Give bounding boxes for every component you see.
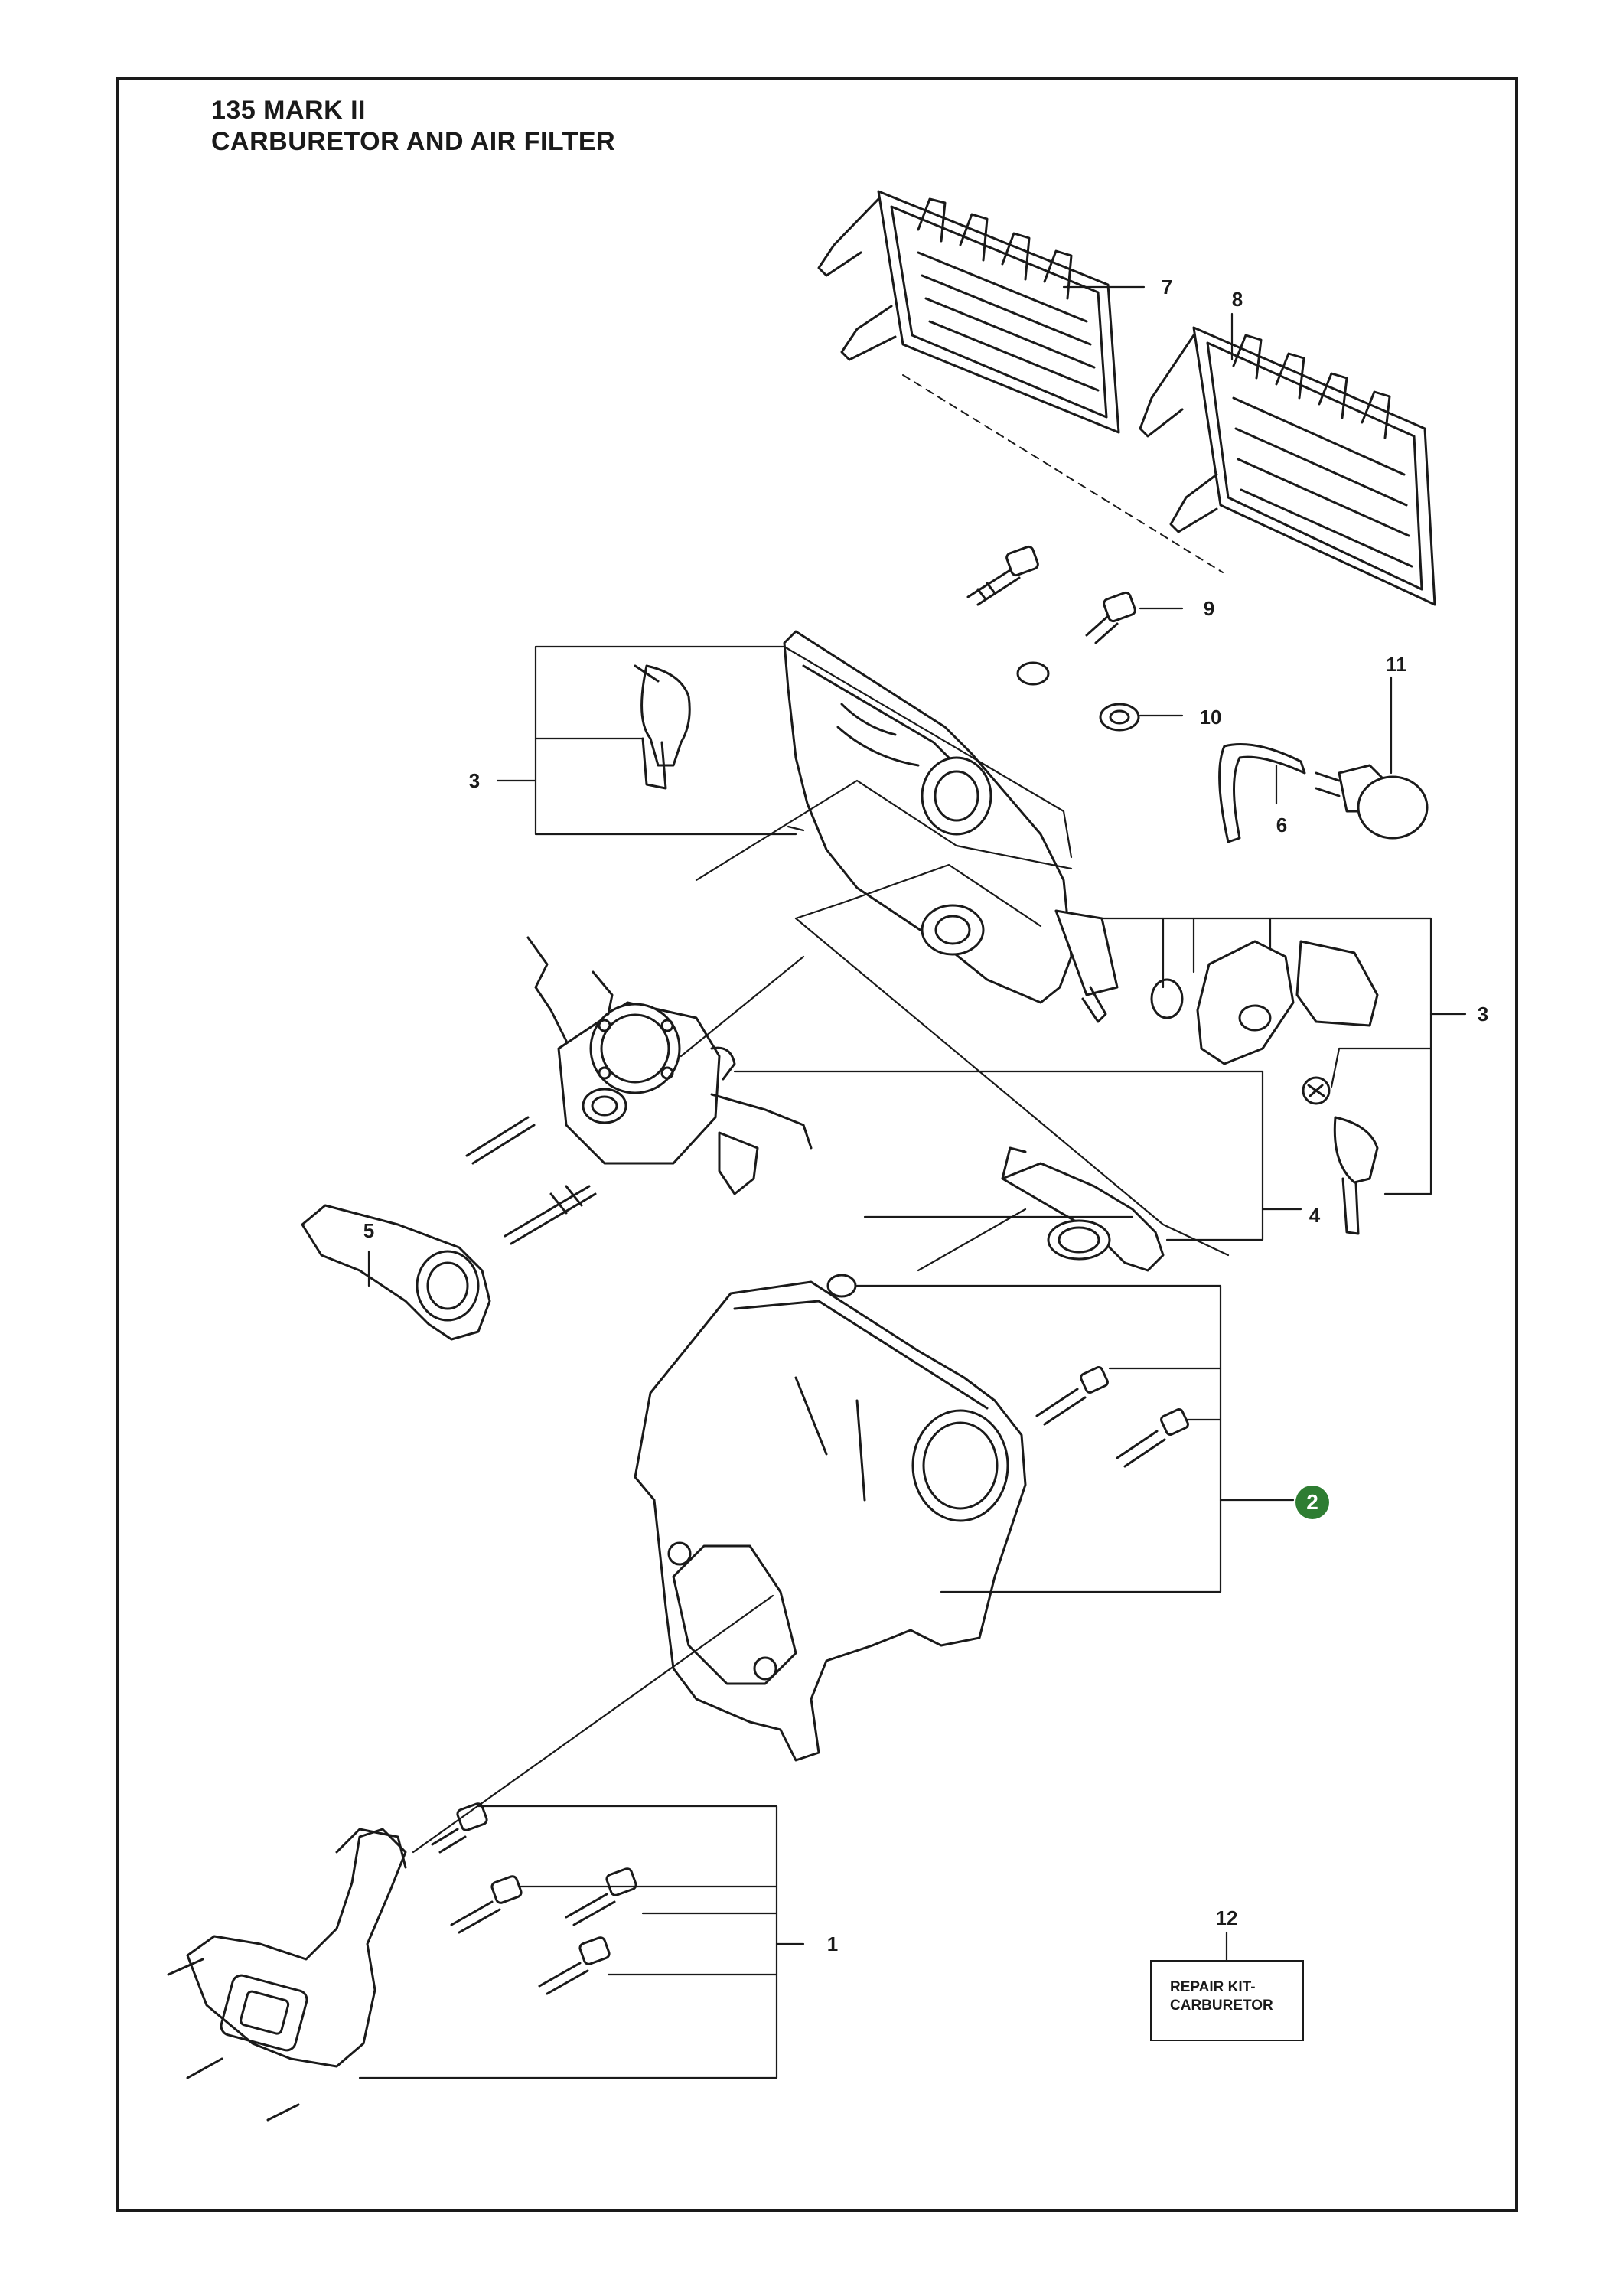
part-3-choke-parts[interactable]	[1054, 909, 1379, 1235]
part-1-intake-boot[interactable]	[167, 1802, 637, 2122]
part-10-grommet[interactable]	[1016, 661, 1140, 732]
drawing-frame	[116, 77, 1518, 2212]
part-11-primer-bulb[interactable]	[1315, 764, 1429, 840]
callout-2-highlighted[interactable]: 2	[1295, 1486, 1329, 1519]
callout-11: 11	[1386, 653, 1407, 676]
callout-7: 7	[1161, 276, 1173, 298]
carburetor[interactable]	[526, 936, 813, 1195]
part-6-hose[interactable]	[1218, 743, 1306, 843]
part-3-carburetor-housing[interactable]	[783, 630, 1073, 1004]
part-4-adapter[interactable]	[1001, 1146, 1165, 1272]
callout-4: 4	[1309, 1204, 1321, 1227]
repair-kit-line2: CARBURETOR	[1170, 1998, 1273, 2014]
part-3-clip-left[interactable]	[634, 664, 691, 790]
part-8-air-filter[interactable]	[1139, 326, 1436, 606]
callout-8: 8	[1231, 288, 1243, 311]
section-title: CARBURETOR AND AIR FILTER	[211, 127, 616, 156]
part-7-air-filter[interactable]	[817, 190, 1120, 434]
callout-3-right: 3	[1477, 1003, 1489, 1026]
part-9-screw[interactable]	[966, 545, 1136, 644]
callout-10: 10	[1199, 706, 1222, 729]
callout-9: 9	[1203, 597, 1215, 620]
leader-lines	[358, 285, 1467, 2079]
part-5-intake-flange[interactable]	[301, 1116, 597, 1341]
repair-kit-box[interactable]: REPAIR KIT- CARBURETOR	[1150, 1960, 1304, 2041]
callout-3-left: 3	[468, 769, 481, 792]
callout-1: 1	[826, 1932, 839, 1955]
callout-6: 6	[1276, 814, 1288, 837]
repair-kit-line1: REPAIR KIT-	[1170, 1979, 1256, 1995]
callout-12: 12	[1215, 1906, 1238, 1929]
part-2-air-filter-base[interactable]	[634, 1274, 1189, 1762]
callout-5: 5	[363, 1219, 375, 1242]
model-title: 135 MARK II	[211, 96, 366, 125]
